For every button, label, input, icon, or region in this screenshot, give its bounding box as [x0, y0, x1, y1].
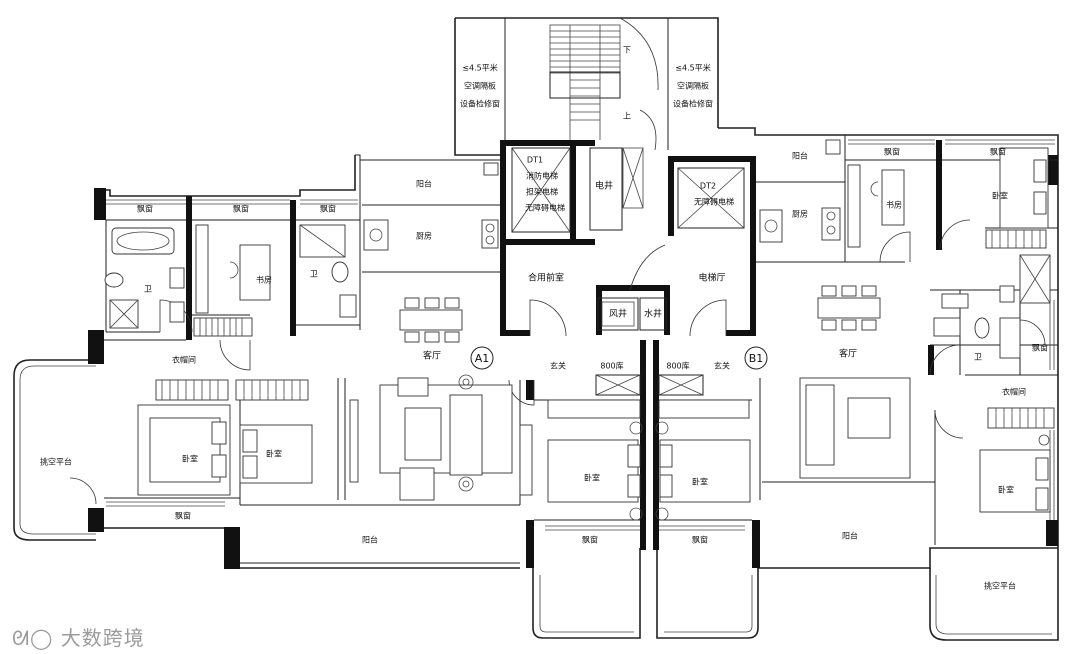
power-shaft-label: 电井	[595, 180, 613, 192]
wind-shaft-label: 风井	[609, 308, 627, 320]
a1-bathroom-1-label: 卫	[144, 285, 152, 294]
dt2-labels: DT2 无障碍电梯	[694, 182, 734, 207]
power-shaft	[589, 147, 644, 231]
b1-balcony-bottom-label: 阳台	[842, 531, 858, 541]
corridor-right-label: 800库	[666, 361, 689, 371]
b1-cantilever-label: 挑空平台	[984, 581, 1016, 591]
ac-left-line-1: ≤4.5平米	[462, 63, 497, 73]
b1-sofa-set	[799, 377, 911, 479]
a1-study-label: 书房	[256, 275, 272, 285]
b1-foyer-label: 玄关	[714, 361, 730, 371]
water-shaft-label: 水井	[644, 308, 662, 320]
a1-bay-window-bottom-label: 飘窗	[175, 511, 191, 521]
ac-shelf-left-labels: ≤4.5平米 空调隔板 设备检修窗	[460, 63, 500, 109]
exterior-outline	[13, 17, 1059, 641]
staircase	[549, 17, 659, 151]
unit-b1-marker-text: B1	[749, 352, 764, 365]
a1-front-bedroom	[519, 399, 643, 521]
ac-right-line-1: ≤4.5平米	[675, 63, 710, 73]
watermark-logo-icon: ᘛ◯	[12, 626, 61, 650]
b1-bay-window-2-label: 飘窗	[990, 147, 1006, 157]
a1-closet-label: 衣帽间	[172, 355, 196, 365]
b1-bathroom-label: 卫	[974, 353, 982, 362]
a1-bedroom-2-label: 卧室	[266, 449, 282, 459]
b1-closet-master	[979, 407, 1055, 513]
wind-water-shafts	[597, 297, 667, 331]
b1-kitchen-label: 厨房	[792, 209, 808, 219]
a1-foyer-label: 玄关	[550, 361, 566, 371]
b1-bay-window-1-label: 飘窗	[884, 147, 900, 157]
b1-bay-window-3-label: 飘窗	[1032, 343, 1048, 353]
a1-bath-fixtures	[104, 267, 185, 329]
a1-bath2-fixtures	[299, 224, 357, 318]
watermark: ᘛ◯ 大数跨境	[12, 622, 145, 651]
b1-top-bedroom	[985, 147, 1049, 249]
ac-shelf-right-labels: ≤4.5平米 空调隔板 设备检修窗	[673, 63, 713, 109]
a1-bedroom-master-label: 卧室	[182, 454, 198, 464]
b1-bedroom-top-label: 卧室	[992, 191, 1008, 201]
dt2-line-2: 无障碍电梯	[694, 197, 734, 207]
b1-bay-window-front-label: 飘窗	[692, 535, 708, 545]
dt1-labels: DT1 消防电梯 担架电梯 无障碍电梯	[525, 156, 565, 213]
windows	[106, 139, 1055, 531]
a1-balcony-top-label: 阳台	[416, 179, 432, 189]
a1-kitchen-fixtures	[363, 162, 499, 251]
core-corridor	[595, 374, 704, 396]
a1-dining-table	[399, 297, 463, 343]
b1-living-label: 客厅	[839, 348, 857, 360]
b1-study-desk	[847, 164, 905, 248]
b1-kitchen-fixtures	[759, 139, 841, 243]
b1-dining-table	[817, 285, 881, 331]
elevator-dt2	[677, 167, 745, 229]
dt1-line-3: 担架电梯	[526, 187, 558, 197]
structural-walls	[88, 140, 1058, 569]
dt1-line-1: DT1	[527, 156, 543, 165]
b1-bedroom-master-label: 卧室	[998, 485, 1014, 495]
b1-bedroom-front-label: 卧室	[692, 477, 708, 487]
a1-bay-window-2-label: 飘窗	[233, 204, 249, 214]
door-swings	[69, 219, 1046, 505]
stair-up-label: 上	[623, 112, 631, 121]
dt2-line-1: DT2	[700, 182, 716, 191]
a1-cantilever-label: 挑空平台	[40, 457, 72, 467]
ac-left-line-3: 设备检修窗	[460, 99, 500, 109]
unit-b1-marker: B1	[744, 346, 768, 370]
dt1-line-2: 消防电梯	[526, 171, 558, 181]
a1-balcony-bottom-label: 阳台	[362, 535, 378, 545]
watermark-text: 大数跨境	[60, 626, 145, 650]
elevator-hall-label: 电梯厅	[698, 272, 725, 284]
b1-front-bedroom	[655, 399, 751, 521]
a1-closet	[155, 379, 309, 401]
a1-kitchen-label: 厨房	[416, 231, 432, 241]
ac-right-line-3: 设备检修窗	[673, 99, 713, 109]
a1-bay-window-front-label: 飘窗	[582, 535, 598, 545]
a1-living-label: 客厅	[423, 350, 441, 362]
shared-front-room-label: 合用前室	[528, 272, 564, 284]
a1-bathroom-2-label: 卫	[310, 270, 318, 279]
elevator-dt1	[511, 147, 571, 233]
a1-bay-window-1-label: 飘窗	[137, 204, 153, 214]
a1-bathtub	[111, 227, 175, 255]
a1-study-desk	[193, 224, 271, 337]
a1-sofa-set	[349, 374, 513, 501]
corridor-left-label: 800库	[600, 361, 623, 371]
unit-a1-marker-text: A1	[475, 352, 490, 365]
b1-closet-label: 衣帽间	[1002, 387, 1026, 397]
stair-down-label: 下	[623, 46, 631, 55]
b1-balcony-top-label: 阳台	[792, 151, 808, 161]
b1-bath-fixtures	[933, 254, 1051, 359]
dt1-line-4: 无障碍电梯	[525, 203, 565, 213]
ac-right-line-2: 空调隔板	[677, 81, 709, 91]
a1-bay-window-3-label: 飘窗	[320, 204, 336, 214]
a1-bedroom-3-label: 卧室	[584, 473, 600, 483]
b1-study-label: 书房	[886, 200, 902, 210]
ac-left-line-2: 空调隔板	[464, 81, 496, 91]
a1-beds	[137, 404, 313, 496]
unit-a1-marker: A1	[470, 346, 494, 370]
